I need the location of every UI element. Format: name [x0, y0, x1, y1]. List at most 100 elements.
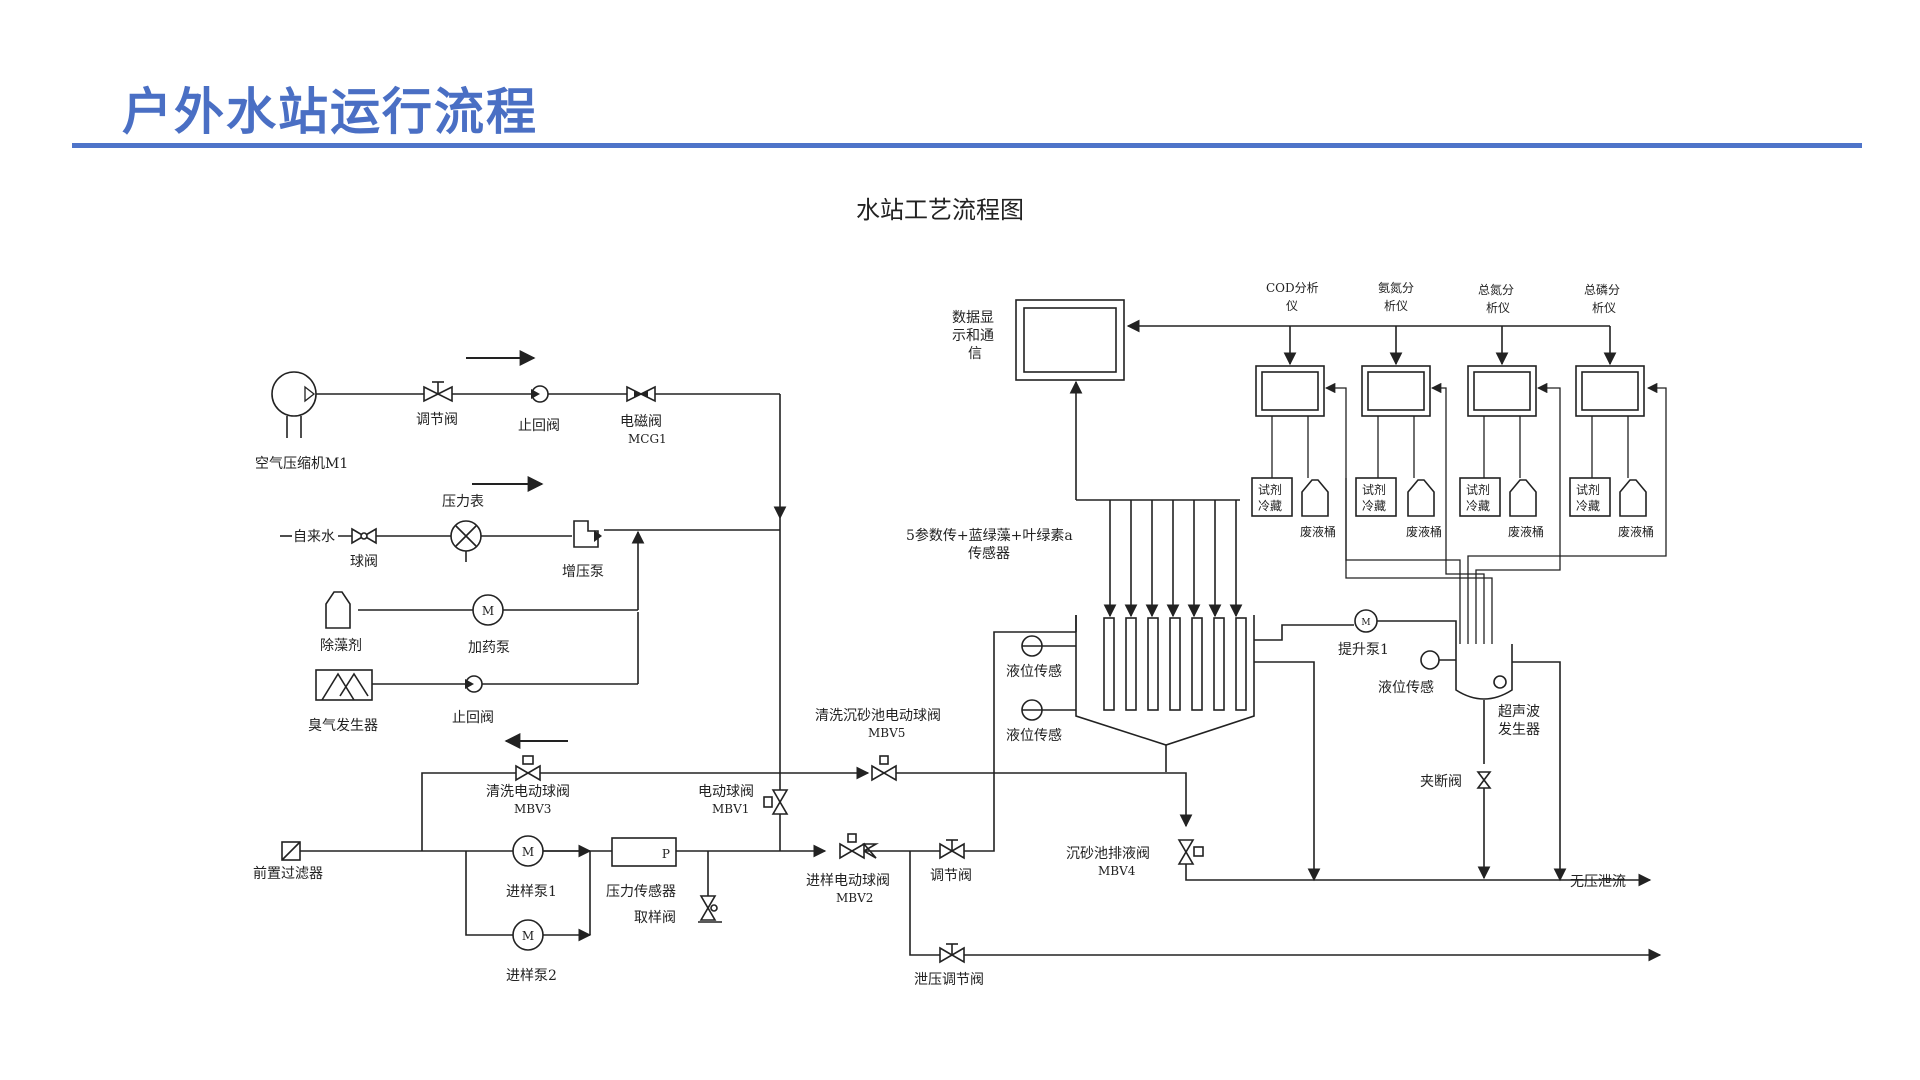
- regulating-valve-top-icon: [423, 381, 453, 403]
- sampling-valve-icon: [698, 895, 722, 923]
- air-compressor-label: 空气压缩机M1: [255, 456, 348, 472]
- sample-pump2-label: 进样泵2: [506, 968, 557, 984]
- svg-text:M: M: [522, 929, 534, 943]
- solenoid-valve-code: MCG1: [628, 432, 667, 446]
- ozone-line: [315, 669, 638, 701]
- sample-pump1-label: 进样泵1: [506, 884, 557, 900]
- motor-ball-valve-label: 电动球阀: [698, 784, 754, 800]
- check-valve-ozone-label: 止回阀: [452, 710, 494, 726]
- level-sensor-2-icon: [1021, 699, 1076, 721]
- analyzer-4-line2: 析仪: [1592, 301, 1616, 315]
- level-sensor-2-label: 液位传感: [1006, 727, 1062, 744]
- check-valve-top-icon: [531, 385, 549, 403]
- analyzer-total-nitrogen: [1459, 365, 1537, 517]
- grit-tank: [1021, 380, 1652, 887]
- display-label-2: 示和通: [952, 328, 994, 344]
- level-sensor-3-label: 液位传感: [1378, 679, 1434, 696]
- grit-clean-valve-icon: [871, 755, 897, 782]
- lift-pump-label: 提升泵1: [1338, 642, 1389, 658]
- waste-1-label: 废液桶: [1300, 524, 1336, 539]
- regulating-valve-mid-icon: [939, 839, 965, 860]
- lift-pump-icon: M: [1354, 609, 1378, 633]
- dosing-pump-label: 加药泵: [468, 640, 510, 656]
- svg-text:M: M: [522, 845, 534, 859]
- clean-valve-label: 清洗电动球阀: [486, 784, 570, 800]
- pre-filter-icon: [281, 841, 301, 861]
- analyzer-3-line2: 析仪: [1486, 301, 1510, 315]
- reagent-1-line1: 试剂: [1258, 482, 1282, 497]
- reagent-4-line1: 试剂: [1576, 482, 1600, 497]
- analyzer-data-bus: [1126, 319, 1617, 366]
- inlet-valve-label: 进样电动球阀: [806, 873, 890, 889]
- analyzer-4-line1: 总磷分: [1584, 282, 1620, 297]
- pressure-sensor-label: 压力传感器: [606, 883, 676, 900]
- sampling-line: M M P: [281, 518, 827, 951]
- air-compressor-line: [271, 350, 787, 520]
- reagent-2-line2: 冷藏: [1362, 499, 1386, 513]
- reagent-3-line1: 试剂: [1466, 482, 1490, 497]
- waste-3-label: 废液桶: [1508, 524, 1544, 539]
- pinch-valve-label: 夹断阀: [1420, 774, 1462, 790]
- reagent-2-line1: 试剂: [1362, 482, 1386, 497]
- analyzer-1-line1: COD分析: [1266, 281, 1319, 295]
- sensor-rods: [1103, 617, 1247, 711]
- ozone-generator-icon: [315, 669, 373, 701]
- ozone-generator-label: 臭气发生器: [308, 718, 378, 734]
- level-sensor-1-label: 液位传感: [1006, 663, 1062, 680]
- ultrasonic-label-1: 超声波: [1498, 704, 1540, 720]
- pinch-valve-icon: [1476, 771, 1492, 789]
- grit-drain-valve-code: MBV4: [1098, 864, 1136, 878]
- middle-valves: [780, 631, 1662, 964]
- check-valve-top-label: 止回阀: [518, 418, 560, 434]
- booster-pump-label: 增压泵: [562, 564, 604, 580]
- dosing-pump-icon: M: [472, 594, 504, 626]
- air-compressor-icon: [271, 371, 317, 417]
- solenoid-valve-icon: [626, 385, 656, 403]
- sensor-group-label-2: 传感器: [968, 545, 1010, 562]
- analyzer-1-line2: 仪: [1286, 299, 1298, 313]
- analyzer-ammonia: [1355, 365, 1435, 517]
- inlet-valve-code: MBV2: [836, 891, 873, 905]
- grit-drain-valve-icon: [1177, 839, 1204, 865]
- motor-ball-valve-mbv1-icon: [763, 789, 789, 815]
- tap-water-line: [280, 476, 780, 610]
- inlet-valve-icon: [839, 833, 879, 860]
- algaecide-label: 除藻剂: [320, 638, 362, 654]
- regulating-valve-mid-label: 调节阀: [930, 868, 972, 884]
- clean-valve-icon: [515, 755, 541, 782]
- analyzer-cod: [1251, 365, 1329, 517]
- analyzer-3-line1: 总氮分: [1478, 282, 1514, 297]
- pressure-gauge-label: 压力表: [442, 494, 484, 510]
- algaecide-bottle-icon: [325, 591, 351, 629]
- analyzer-total-phosphorus: [1569, 365, 1647, 517]
- dosing-line: M: [325, 591, 639, 684]
- pressure-gauge-icon: [450, 520, 482, 562]
- sample-pump2-icon: M: [512, 919, 544, 951]
- svg-text:P: P: [662, 847, 670, 861]
- page-title: 户外水站运行流程: [122, 83, 538, 141]
- tap-water-label: 自来水: [293, 529, 335, 545]
- ultrasonic-label-2: 发生器: [1498, 722, 1540, 738]
- grit-clean-valve-code: MBV5: [868, 726, 905, 740]
- ball-valve-icon: [351, 527, 377, 545]
- reagent-3-line2: 冷藏: [1466, 499, 1490, 513]
- no-pressure-drain-label: 无压泄流: [1570, 874, 1626, 890]
- relief-valve-icon: [939, 943, 965, 964]
- pressure-sensor-icon: P: [611, 837, 677, 867]
- waste-4-label: 废液桶: [1618, 524, 1654, 539]
- display-label-3: 信: [968, 346, 982, 362]
- ball-valve-label: 球阀: [350, 554, 378, 570]
- sensor-group-label-1: 5参数传+蓝绿藻+叶绿素a: [906, 527, 1073, 544]
- pre-filter-label: 前置过滤器: [253, 865, 323, 882]
- analyzer-2-line2: 析仪: [1384, 299, 1408, 313]
- regulating-valve-top-label: 调节阀: [416, 412, 458, 428]
- booster-pump-icon: [573, 520, 602, 548]
- reagent-4-line2: 冷藏: [1576, 499, 1600, 513]
- waste-2-label: 废液桶: [1406, 524, 1442, 539]
- data-display-icon: [1015, 299, 1125, 381]
- svg-text:M: M: [482, 604, 494, 618]
- diagram-title: 水站工艺流程图: [856, 196, 1024, 224]
- motor-ball-valve-code: MBV1: [712, 802, 749, 816]
- lift-pump-system: M: [1290, 382, 1667, 882]
